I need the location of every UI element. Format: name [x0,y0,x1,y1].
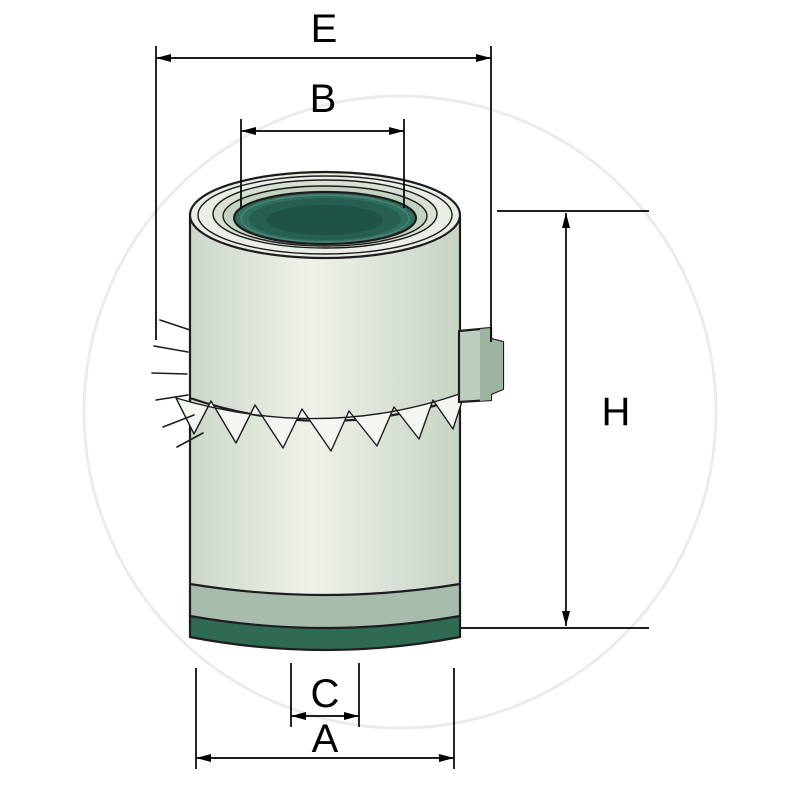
top-rim-lip-line [197,175,453,255]
filter-bottom-seal [188,614,462,652]
dim-label-h: H [602,390,631,434]
pleat-whisker [151,372,188,375]
dim-label-e: E [311,7,338,51]
side-tab-shade [480,328,503,401]
dimensions: E B H C A [155,7,649,769]
dim-label-c: C [311,672,340,716]
pleat-whisker [176,432,204,448]
opening-core [267,205,383,235]
watermark-circle [82,94,718,730]
pleat-whisker [155,394,189,401]
dim-label-b: B [310,77,337,121]
pleat-whisker [153,345,189,353]
pleat-whiskers [151,319,204,448]
dim-label-a: A [312,717,339,761]
filter-illustration [151,170,505,652]
pleat-whisker [162,414,195,428]
pleat-whisker [159,319,191,331]
filter-pleat-band [175,391,466,452]
seal-highlight-ring [240,194,410,243]
